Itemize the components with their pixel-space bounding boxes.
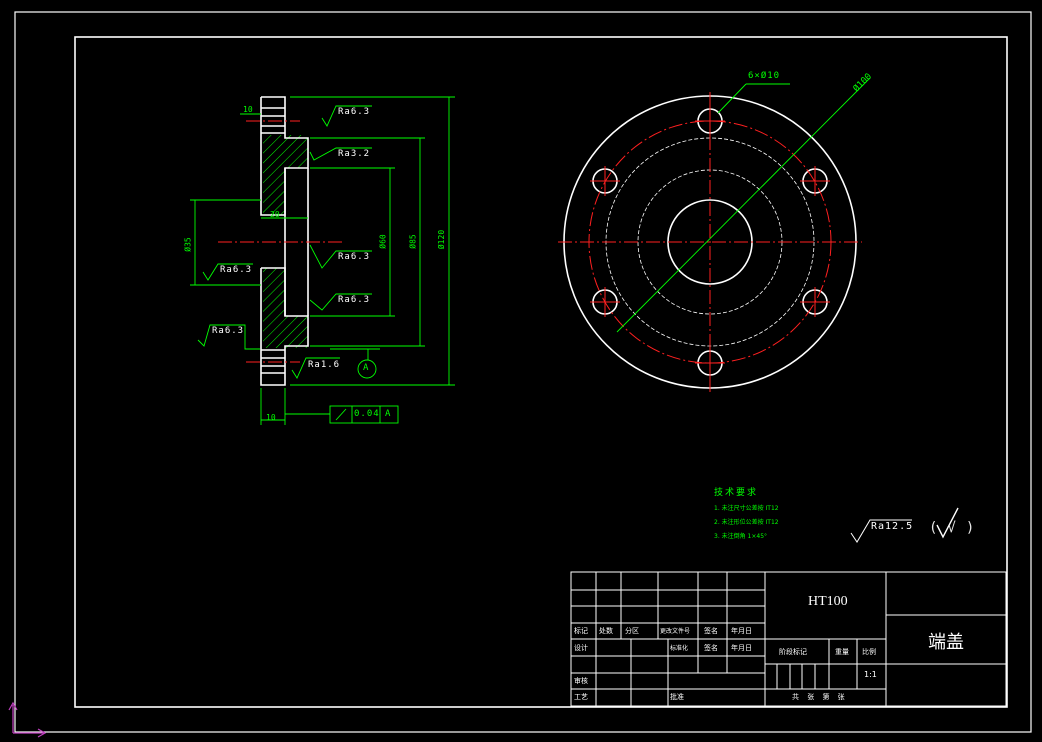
tb-label: 标记 [574,627,588,635]
roughness-label: Ra6.3 [220,265,253,275]
notes-item: 2. 未注形位公差按 IT12 [714,519,779,526]
tb-label: 年月日 [731,644,752,652]
tb-label: 比例 [862,648,876,656]
tb-label: 分区 [625,627,639,635]
tb-label: 签名 [704,627,718,635]
section-hatch [263,135,308,348]
tb-label: 工艺 [574,693,588,701]
notes-item: 3. 未注倒角 1×45° [714,533,768,540]
general-roughness-label: Ra12.5 [871,521,914,532]
hole-centermarks [590,106,830,378]
tb-label: 更改文件号 [660,628,691,635]
ucs-icon [8,701,47,738]
scale-value: 1:1 [864,670,877,679]
roughness-label: Ra1.6 [308,360,341,370]
tb-label: 设计 [574,644,588,652]
roughness-label: Ra6.3 [212,326,245,336]
holes-dim: 6×Ø10 [748,71,781,81]
datum-label: A [363,363,369,373]
tb-label: 审核 [574,677,588,685]
tb-label: 共 张 第 张 [792,693,848,701]
notes-item: 1. 未注尺寸公差按 IT12 [714,505,779,512]
tb-label: 标准化 [670,645,689,652]
tolerance-value: 0.04 [354,409,380,419]
dim-d60: Ø60 [378,234,388,249]
tolerance-datum: A [385,409,391,419]
dim-w10-top: 10 [243,105,253,114]
front-view [558,77,871,392]
inner-border [74,36,1008,708]
tb-label: 重量 [835,648,849,656]
roughness-label: Ra6.3 [338,295,371,305]
front-dimensions [616,77,871,333]
section-roughness-symbols [197,105,372,379]
outer-border [14,11,1032,733]
roughness-label: Ra6.3 [338,107,371,117]
section-dimensions [190,96,455,425]
dim-d120: Ø120 [437,229,447,250]
title-block-grid [570,571,1007,707]
tb-label: 阶段标记 [779,648,807,656]
material: HT100 [808,594,848,609]
tb-label: 签名 [704,644,718,652]
dim-w10-bottom: 10 [266,413,276,422]
dim-w20: 20 [270,210,280,219]
notes-title: 技术要求 [714,488,759,498]
part-name: 端盖 [928,632,964,653]
general-roughness-symbol [850,507,959,543]
general-roughness-bracket: (√) [929,520,985,536]
dim-d35: Ø35 [183,237,193,252]
tb-label: 年月日 [731,627,752,635]
roughness-label: Ra6.3 [338,252,371,262]
dim-d85: Ø85 [408,234,418,249]
section-view [190,96,455,425]
section-centerlines [218,120,345,363]
tb-label: 处数 [599,627,613,635]
roughness-label: Ra3.2 [338,149,371,159]
tb-label: 批准 [670,693,684,701]
